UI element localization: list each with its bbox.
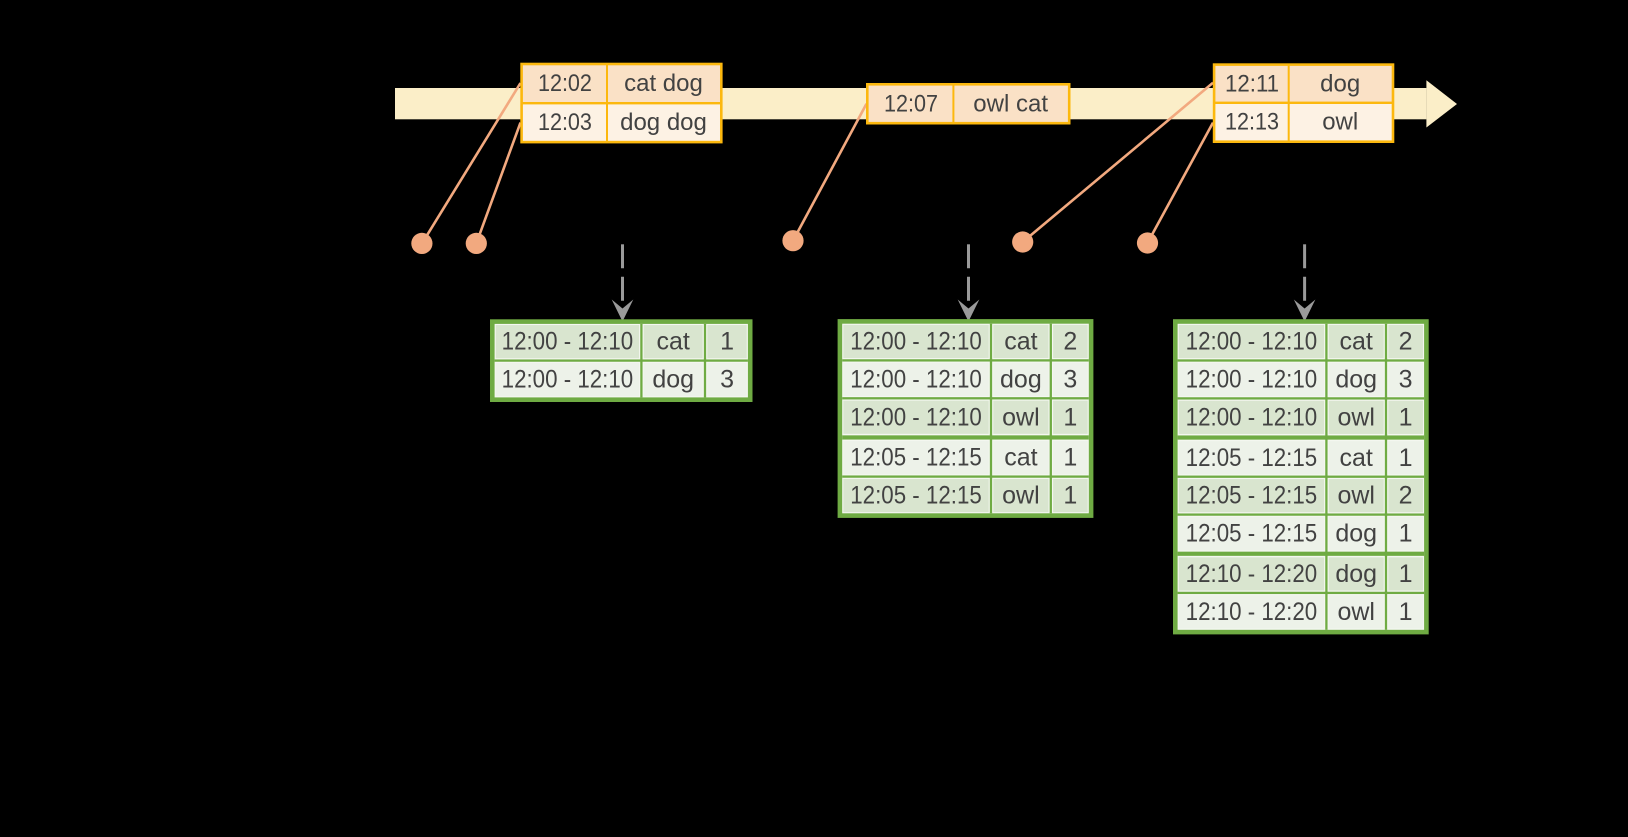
svg-text:owl: owl [1337,482,1375,510]
svg-text:12:02: 12:02 [538,70,592,97]
svg-text:2: 2 [1399,328,1413,356]
svg-text:3: 3 [720,366,734,394]
svg-text:1: 1 [1399,598,1413,626]
svg-text:12:10 - 12:20: 12:10 - 12:20 [1186,598,1318,626]
svg-text:12:00 - 12:10: 12:00 - 12:10 [1186,403,1318,431]
svg-text:owl: owl [1337,403,1375,431]
svg-text:1: 1 [1399,560,1413,588]
svg-text:12:05 - 12:15: 12:05 - 12:15 [1186,520,1318,548]
svg-text:cat: cat [1340,328,1373,356]
svg-text:1: 1 [1063,444,1077,472]
svg-text:12:13: 12:13 [1225,109,1279,136]
svg-text:12:11: 12:11 [1225,70,1279,97]
svg-text:2: 2 [1399,482,1413,510]
svg-text:dog: dog [652,366,694,394]
svg-text:12:05 - 12:15: 12:05 - 12:15 [1186,444,1318,472]
svg-text:3: 3 [1063,365,1077,393]
svg-text:12:00 - 12:10: 12:00 - 12:10 [1186,328,1318,356]
svg-text:12:00 - 12:10: 12:00 - 12:10 [502,328,634,356]
svg-text:2: 2 [1063,327,1077,355]
svg-text:12:03: 12:03 [538,109,592,136]
svg-text:owl: owl [1337,598,1375,626]
svg-text:owl cat: owl cat [973,90,1048,117]
svg-text:owl: owl [1322,109,1358,136]
svg-text:cat dog: cat dog [624,70,703,97]
svg-text:dog: dog [1335,560,1377,588]
svg-text:12:10 - 12:20: 12:10 - 12:20 [1186,560,1318,588]
svg-text:12:00 - 12:10: 12:00 - 12:10 [850,365,982,393]
svg-text:dog: dog [1320,70,1360,97]
svg-text:dog dog: dog dog [620,109,707,136]
svg-text:12:07: 12:07 [884,90,938,117]
svg-text:cat: cat [657,328,690,356]
svg-text:owl: owl [1002,482,1040,510]
svg-text:12:05 - 12:15: 12:05 - 12:15 [850,444,982,472]
svg-text:owl: owl [1002,403,1040,431]
svg-text:cat: cat [1004,327,1037,355]
svg-text:cat: cat [1004,444,1037,472]
svg-text:12:00 - 12:10: 12:00 - 12:10 [850,403,982,431]
svg-text:12:00 - 12:10: 12:00 - 12:10 [1186,365,1318,393]
svg-text:1: 1 [1399,403,1413,431]
svg-text:1: 1 [1399,444,1413,472]
svg-text:1: 1 [1399,520,1413,548]
svg-text:cat: cat [1340,444,1373,472]
svg-text:dog: dog [1335,365,1377,393]
svg-text:12:05 - 12:15: 12:05 - 12:15 [1186,482,1318,510]
svg-text:12:05 - 12:15: 12:05 - 12:15 [850,482,982,510]
svg-text:3: 3 [1399,365,1413,393]
svg-text:dog: dog [1000,365,1042,393]
svg-text:1: 1 [1063,403,1077,431]
svg-text:1: 1 [1063,482,1077,510]
svg-text:1: 1 [720,328,734,356]
svg-text:12:00 - 12:10: 12:00 - 12:10 [850,327,982,355]
svg-text:dog: dog [1335,520,1377,548]
svg-text:12:00 - 12:10: 12:00 - 12:10 [502,366,634,394]
